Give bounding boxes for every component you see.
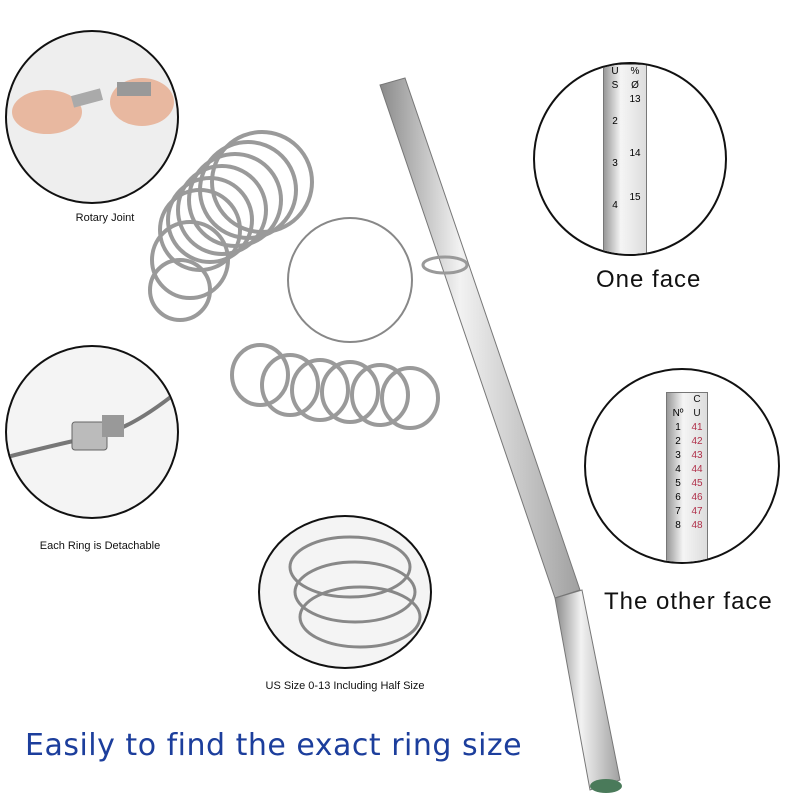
- gauge-value: 13: [629, 94, 641, 105]
- detachable-callout: [5, 345, 179, 519]
- gauge-value: 5: [675, 478, 681, 489]
- rotary-joint-photo: [12, 78, 174, 134]
- gauge-value: 15: [629, 192, 641, 203]
- gauge-value: 46: [691, 492, 703, 503]
- ring-sizer-rings: [148, 130, 440, 430]
- gauge-u-column: C U 41 42 43 44 45 46 47 48: [688, 393, 706, 562]
- rotary-joint-label: Rotary Joint: [75, 212, 135, 224]
- us-size-label: US Size 0-13 Including Half Size: [265, 680, 425, 692]
- gauge-value: 2: [675, 436, 681, 447]
- detachable-label: Each Ring is Detachable: [39, 540, 161, 552]
- gauge-diameter-column: % Ø 13 14 15: [626, 65, 644, 254]
- rotary-joint-callout: [5, 30, 179, 204]
- gauge-value: 14: [629, 148, 641, 159]
- gauge-logo: C: [693, 394, 701, 405]
- gauge-value: 47: [691, 506, 703, 517]
- gauge-value: 41: [691, 422, 703, 433]
- slogan: Easily to find the exact ring size: [25, 728, 523, 763]
- other-face-label: The other face: [604, 588, 773, 615]
- us-size-photo: [288, 535, 422, 649]
- gauge-value: 1: [675, 422, 681, 433]
- us-size-callout: [258, 515, 432, 669]
- gauge-value: 8: [675, 520, 681, 531]
- gauge-header: S: [611, 80, 619, 91]
- gauge-value: 2: [612, 116, 618, 127]
- gauge-value: 42: [691, 436, 703, 447]
- gauge-value: 43: [691, 450, 703, 461]
- gauge-value: 7: [675, 506, 681, 517]
- gauge-header: %: [630, 66, 640, 77]
- gauge-value: 44: [691, 464, 703, 475]
- gauge-value: 48: [691, 520, 703, 531]
- other-face-gauge: Nº 1 2 3 4 5 6 7 8 C U 41 42 43 44 45 46…: [666, 392, 708, 562]
- one-face-label: One face: [596, 266, 702, 293]
- gauge-no-column: Nº 1 2 3 4 5 6 7 8: [669, 393, 687, 562]
- gauge-header: U: [611, 66, 619, 77]
- gauge-header: Nº: [672, 408, 684, 419]
- one-face-gauge: U S 2 3 4 % Ø 13 14 15: [603, 64, 647, 254]
- ring-mandrel: [379, 77, 622, 793]
- gauge-value: 45: [691, 478, 703, 489]
- other-face-callout: Nº 1 2 3 4 5 6 7 8 C U 41 42 43 44 45 46…: [584, 368, 780, 564]
- gauge-value: 4: [675, 464, 681, 475]
- gauge-value: 6: [675, 492, 681, 503]
- gauge-value: 3: [675, 450, 681, 461]
- detachable-photo: [7, 390, 177, 459]
- gauge-us-column: U S 2 3 4: [606, 65, 624, 254]
- gauge-value: 4: [612, 200, 618, 211]
- gauge-header: U: [693, 408, 701, 419]
- one-face-callout: U S 2 3 4 % Ø 13 14 15: [533, 62, 727, 256]
- gauge-header: Ø: [631, 80, 639, 91]
- gauge-value: 3: [612, 158, 618, 169]
